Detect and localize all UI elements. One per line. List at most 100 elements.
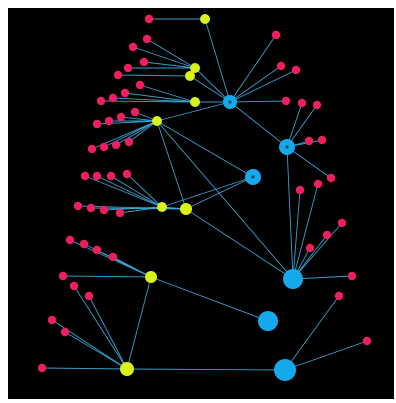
hub-yellow-node — [185, 71, 195, 81]
graph-edge — [143, 61, 196, 69]
hub-yellow-node — [180, 203, 192, 215]
graph-edge — [292, 189, 301, 280]
graph-edge — [156, 120, 254, 178]
leaf-pink-node — [295, 185, 305, 195]
leaf-pink-node — [47, 315, 57, 325]
graph-edge — [286, 146, 294, 280]
leaf-pink-node — [337, 218, 347, 228]
graph-background — [8, 8, 394, 399]
hub-center-mark — [285, 145, 289, 149]
graph-edge — [189, 75, 231, 103]
hub-blue-node — [258, 311, 278, 331]
hub-blue-node — [274, 359, 296, 381]
leaf-pink-node — [271, 30, 281, 40]
leaf-pink-node — [362, 336, 372, 346]
hub-yellow-node — [157, 202, 167, 212]
leaf-pink-node — [108, 252, 118, 262]
graph-edge — [112, 97, 196, 103]
leaf-pink-node — [96, 96, 106, 106]
leaf-pink-node — [326, 173, 336, 183]
leaf-pink-node — [108, 93, 118, 103]
leaf-pink-node — [99, 142, 109, 152]
graph-edge — [156, 120, 294, 280]
leaf-pink-node — [276, 61, 286, 71]
graph-edge — [229, 101, 288, 148]
graph-edge — [156, 120, 187, 210]
leaf-pink-node — [92, 245, 102, 255]
network-graph — [8, 8, 394, 399]
leaf-pink-node — [139, 57, 149, 67]
graph-edge — [185, 208, 294, 280]
graph-edge — [117, 74, 191, 77]
leaf-pink-node — [106, 171, 116, 181]
leaf-pink-node — [317, 135, 327, 145]
graph-edge — [150, 276, 269, 322]
leaf-pink-node — [79, 239, 89, 249]
leaf-pink-node — [37, 363, 47, 373]
hub-blue-node — [283, 269, 303, 289]
leaf-pink-node — [60, 327, 70, 337]
node-layer — [37, 14, 372, 381]
graph-edge — [124, 92, 196, 103]
leaf-pink-node — [124, 137, 134, 147]
graph-edge — [229, 34, 277, 103]
leaf-pink-node — [313, 179, 323, 189]
graph-edge — [284, 340, 368, 371]
graph-edge — [84, 175, 163, 208]
leaf-pink-node — [291, 65, 301, 75]
graph-edge — [64, 331, 128, 370]
graph-edge — [286, 104, 318, 148]
leaf-pink-node — [304, 136, 314, 146]
leaf-pink-node — [305, 243, 315, 253]
graph-edge — [292, 222, 343, 280]
leaf-pink-node — [113, 70, 123, 80]
leaf-pink-node — [122, 169, 132, 179]
graph-edge — [161, 176, 254, 208]
hub-yellow-node — [145, 271, 157, 283]
graph-edge — [110, 175, 163, 208]
graph-edge — [292, 183, 319, 280]
edge-layer — [41, 18, 368, 371]
graph-edge — [146, 38, 196, 69]
leaf-pink-node — [120, 88, 130, 98]
leaf-pink-node — [116, 112, 126, 122]
graph-edge — [73, 285, 128, 370]
graph-edge — [115, 120, 158, 146]
hub-center-mark — [228, 100, 232, 104]
graph-edge — [139, 84, 196, 103]
graph-edge — [126, 173, 163, 208]
leaf-pink-node — [92, 171, 102, 181]
graph-edge — [41, 367, 128, 370]
leaf-pink-node — [73, 201, 83, 211]
leaf-pink-node — [281, 96, 291, 106]
graph-edge — [286, 146, 332, 179]
hub-center-mark — [251, 175, 255, 179]
leaf-pink-node — [135, 80, 145, 90]
graph-edge — [204, 18, 231, 103]
graph-edge — [132, 46, 196, 69]
graph-edge — [62, 275, 152, 278]
leaf-pink-node — [80, 171, 90, 181]
graph-edge — [229, 69, 297, 103]
leaf-pink-node — [312, 100, 322, 110]
graph-edge — [156, 101, 231, 122]
hub-yellow-node — [120, 362, 134, 376]
leaf-pink-node — [322, 230, 332, 240]
leaf-pink-node — [86, 203, 96, 213]
leaf-pink-node — [111, 140, 121, 150]
hub-yellow-node — [190, 97, 200, 107]
leaf-pink-node — [123, 63, 133, 73]
graph-edge — [126, 276, 152, 370]
graph-edge — [112, 256, 152, 278]
leaf-pink-node — [347, 271, 357, 281]
hub-yellow-node — [152, 116, 162, 126]
graph-edge — [100, 100, 196, 103]
leaf-pink-node — [69, 281, 79, 291]
leaf-pink-node — [128, 42, 138, 52]
leaf-pink-node — [115, 208, 125, 218]
graph-edge — [128, 120, 158, 143]
graph-edge — [120, 116, 158, 122]
leaf-pink-node — [104, 116, 114, 126]
graph-edge — [88, 295, 128, 370]
graph-edge — [77, 205, 187, 210]
